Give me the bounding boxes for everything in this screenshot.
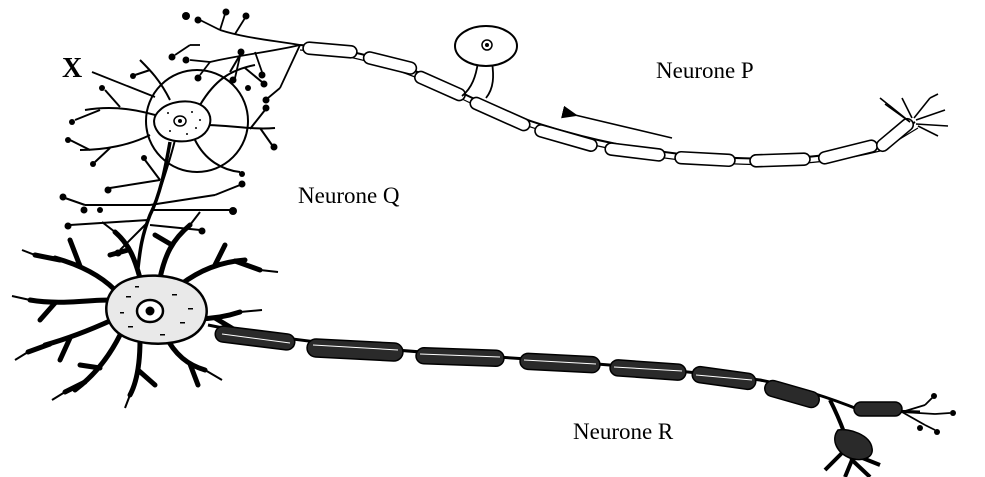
- neurone-p: [169, 9, 949, 168]
- neurone-r: [12, 212, 956, 477]
- neurone-p-cell-stalk: [462, 62, 493, 98]
- label-neurone-q: Neurone Q: [290, 180, 408, 211]
- neurone-r-myelin-sheath: [214, 325, 902, 416]
- neurone-p-receptor-endings: [880, 94, 948, 136]
- label-x-pointer: [92, 72, 155, 97]
- neurone-p-impulse-arrow: [575, 115, 672, 138]
- label-x: X: [62, 55, 82, 83]
- neurone-p-terminal-knobs: [169, 9, 270, 104]
- neurone-q-axon-terminals: [65, 160, 240, 250]
- neurone-q: [60, 49, 278, 269]
- neurone-p-terminal-branches: [175, 14, 300, 98]
- label-neurone-r: Neurone R: [565, 416, 681, 447]
- neurone-p-myelin-sheath: [303, 42, 916, 167]
- neurone-r-terminal-branches: [902, 398, 950, 430]
- label-neurone-p: Neurone P: [648, 55, 762, 86]
